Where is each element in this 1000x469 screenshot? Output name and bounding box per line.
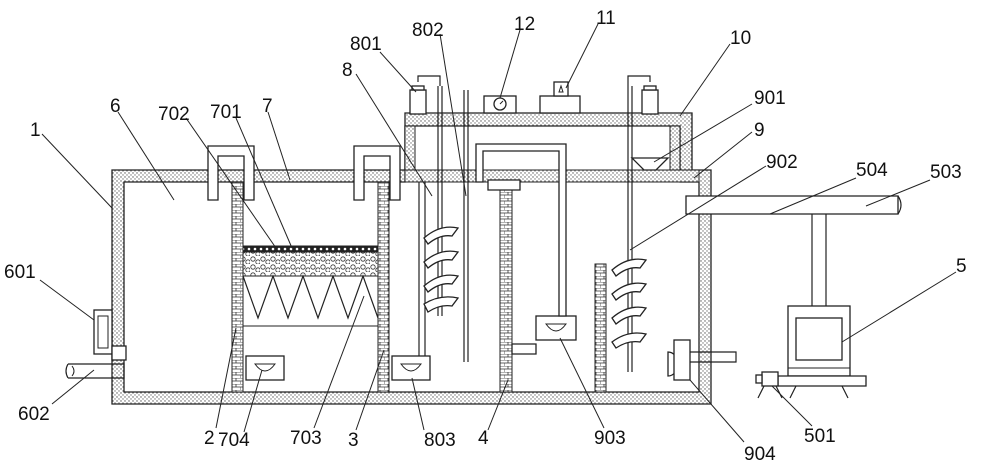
label-903: 903: [594, 428, 626, 449]
label-1: 1: [30, 120, 41, 141]
partition-wall-4: [499, 181, 513, 393]
partition-wall-2: [231, 181, 244, 393]
leader-lines: [39, 23, 957, 443]
label-702: 702: [158, 104, 190, 125]
pipe-network: [475, 143, 567, 355]
label-704: 704: [218, 430, 250, 451]
overflow-pipes: [207, 145, 401, 201]
label-504: 504: [856, 160, 888, 181]
label-901: 901: [754, 88, 786, 109]
labels: 1 6 601 602 702 701 7 2 704 703 3 801 8 …: [4, 8, 967, 465]
label-5: 5: [956, 256, 967, 277]
pipe-503: [685, 195, 902, 306]
filter-media: [242, 245, 379, 327]
pump-704: [245, 355, 285, 381]
baffle-wall: [594, 263, 607, 393]
label-601: 601: [4, 262, 36, 283]
aerator-904: [667, 339, 737, 381]
motor-801: [409, 75, 441, 115]
label-11: 11: [596, 8, 616, 29]
label-3: 3: [348, 430, 359, 451]
stirrer-right: [611, 86, 648, 372]
label-904: 904: [744, 444, 776, 465]
stirrer-left: [423, 86, 460, 316]
gauge-12: [483, 95, 517, 114]
motor-right: [627, 75, 659, 115]
label-802: 802: [412, 20, 444, 41]
label-701: 701: [210, 102, 242, 123]
label-602: 602: [18, 404, 50, 425]
label-2: 2: [204, 428, 215, 449]
label-9: 9: [754, 120, 765, 141]
label-10: 10: [730, 28, 751, 49]
outlet-assembly: [65, 309, 127, 379]
label-902: 902: [766, 152, 798, 173]
label-803: 803: [424, 430, 456, 451]
dosing-device-11: [539, 81, 581, 114]
label-8: 8: [342, 60, 353, 81]
label-501: 501: [804, 426, 836, 447]
pump-803: [391, 182, 431, 381]
motor-501: [755, 371, 783, 399]
stirrer-rod-802: [463, 90, 469, 362]
label-6: 6: [110, 96, 121, 117]
machine-5: [777, 305, 867, 399]
label-503: 503: [930, 162, 962, 183]
label-703: 703: [290, 428, 322, 449]
label-12: 12: [514, 14, 535, 35]
label-4: 4: [478, 428, 489, 449]
label-801: 801: [350, 34, 382, 55]
pump-903: [535, 315, 577, 341]
funnel-901: [630, 157, 670, 171]
label-7: 7: [262, 96, 273, 117]
partition-wall-3: [377, 181, 390, 393]
